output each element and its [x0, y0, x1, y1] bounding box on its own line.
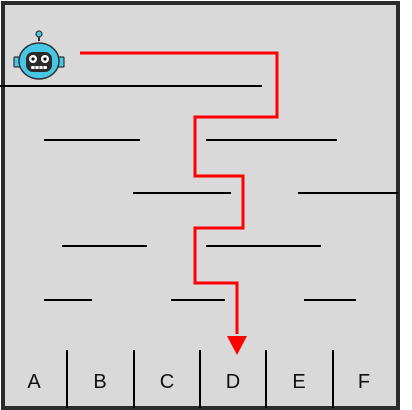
bin-label-b: B [93, 371, 106, 393]
maze-background [1, 1, 400, 410]
bin-label-e: E [292, 371, 305, 393]
bin-label-d: D [226, 371, 240, 393]
solution-path [80, 51, 279, 334]
robot-icon [13, 30, 65, 80]
bin-label-f: F [358, 371, 370, 393]
arrow-down-icon [227, 336, 247, 355]
bin-label-c: C [160, 371, 174, 393]
bin-label-a: A [27, 371, 41, 393]
